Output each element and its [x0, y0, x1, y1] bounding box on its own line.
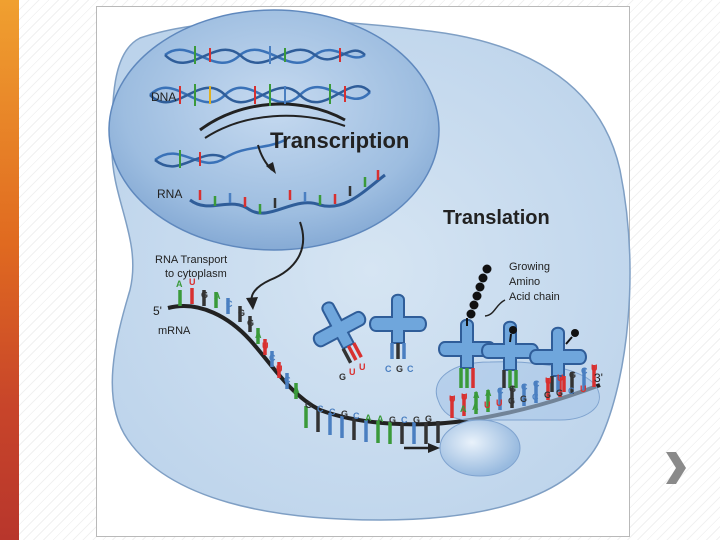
- dna-label: DNA: [151, 90, 176, 104]
- mrna-label: mRNA: [158, 325, 191, 337]
- ribosome-small-subunit: [439, 419, 521, 477]
- mrna-codons-right-11: C: [581, 366, 588, 376]
- transcription-label: Transcription: [270, 128, 409, 153]
- three-prime-label: 3': [594, 371, 603, 385]
- mrna-codons-right-0: U: [449, 394, 456, 404]
- mrna-codons-top-11: C: [284, 375, 291, 385]
- mrna-codons-top-7: A: [255, 330, 262, 340]
- mrna-codons-top-20: G: [389, 415, 396, 425]
- mrna-codons-top-8: U: [262, 341, 269, 351]
- mrna-codons-top-5: G: [238, 308, 245, 318]
- mrna-bases-left: [178, 288, 298, 399]
- amino-acid-chain: [466, 264, 579, 345]
- trna-anticodon-left-0: G: [339, 372, 346, 382]
- trna-anticodon-mid-2: C: [407, 364, 414, 374]
- slide-accent-bar: [0, 0, 19, 540]
- mrna-codons-top-23: G: [425, 414, 432, 424]
- trna-anticodon-mid-0: C: [385, 364, 392, 374]
- mrna-codons-right-2: A: [473, 390, 480, 400]
- mrna-bases-bottom: [304, 406, 440, 444]
- mrna-codons-top-21: C: [401, 415, 408, 425]
- ribosome-codons-7: G: [544, 390, 551, 400]
- mrna-codons-top-9: C: [269, 353, 276, 363]
- mrna-codons-top-22: G: [413, 415, 420, 425]
- ribosome-codons-2: U: [484, 400, 491, 410]
- mrna-codons-top-1: U: [189, 277, 196, 287]
- five-prime-label: 5': [153, 304, 162, 318]
- mrna-bases-right: [450, 365, 596, 418]
- dna-base-pairs: [179, 46, 346, 168]
- mrna-codons-top-17: C: [353, 411, 360, 421]
- amino-acid-pointer: [484, 299, 506, 317]
- growing-chain-label-line2: Amino: [509, 276, 540, 288]
- ribosome-codons-5: G: [520, 394, 527, 404]
- trna-ribosome-3: [529, 326, 587, 392]
- mrna-codons-top-16: G: [341, 409, 348, 419]
- mrna-codons-right-10: G: [569, 370, 576, 380]
- ribosome-codons-3: U: [496, 398, 503, 408]
- mrna-codons-top-14: C: [317, 404, 324, 414]
- mrna-codons-top-3: A: [214, 291, 221, 301]
- rna-transport-label-line1: RNA Transport: [155, 254, 227, 266]
- mrna-codons-right-8: U: [545, 376, 552, 386]
- trna-middle: [369, 293, 427, 359]
- rna-label: RNA: [157, 187, 182, 201]
- growing-chain-label-line1: Growing: [509, 261, 550, 273]
- trna-anticodon-mid-1: G: [396, 364, 403, 374]
- mrna-codons-top-12: A: [293, 385, 300, 395]
- mrna-codons-top-6: G: [247, 318, 254, 328]
- mrna-codons-top-18: A: [365, 413, 372, 423]
- mrna-codons-top-0: A: [176, 279, 183, 289]
- ribosome-codons-0: A: [460, 404, 467, 414]
- trna-anticodon-left-1: U: [349, 367, 356, 377]
- ribosome-codons-9: C: [568, 386, 575, 396]
- mrna-codons-right-1: U: [461, 392, 468, 402]
- ribosome-movement-arrow: [404, 443, 440, 453]
- nucleus: [108, 9, 440, 251]
- mrna-codons-top-2: G: [201, 290, 208, 300]
- ribosome-codons-1: A: [472, 402, 479, 412]
- rna-transport-label-line2: to cytoplasm: [165, 268, 227, 280]
- ribosome-codons-10: U: [580, 384, 587, 394]
- trna-ribosome-1: [438, 318, 496, 388]
- mrna-codons-right-12: U: [591, 363, 598, 373]
- rna-transport-arrow: [250, 221, 305, 303]
- mrna-codons-top-19: A: [377, 414, 384, 424]
- mrna-codons-top-13: G: [305, 400, 312, 410]
- mrna-codons-right-3: A: [485, 388, 492, 398]
- trna-anticodon-left-2: U: [359, 362, 366, 372]
- mrna-codons-right-6: C: [521, 382, 528, 392]
- ribosome-codons-8: G: [556, 388, 563, 398]
- mrna-codons-top-15: C: [329, 407, 336, 417]
- ribosome-codons-4: G: [508, 396, 515, 406]
- mrna-codons-top-4: C: [226, 299, 233, 309]
- rna-strand: [189, 170, 386, 215]
- mrna-codons-right-5: G: [509, 384, 516, 394]
- chevron-right-icon[interactable]: [662, 448, 688, 488]
- mrna-codons-top-10: U: [276, 364, 283, 374]
- mrna-codons-right-9: U: [557, 373, 564, 383]
- mrna-codons-right-4: C: [497, 386, 504, 396]
- translation-label: Translation: [443, 207, 550, 229]
- trna-left: [312, 301, 367, 364]
- growing-chain-label-line3: Acid chain: [509, 291, 560, 303]
- ribosome-codons-6: C: [532, 392, 539, 402]
- mrna-codons-right-7: C: [533, 379, 540, 389]
